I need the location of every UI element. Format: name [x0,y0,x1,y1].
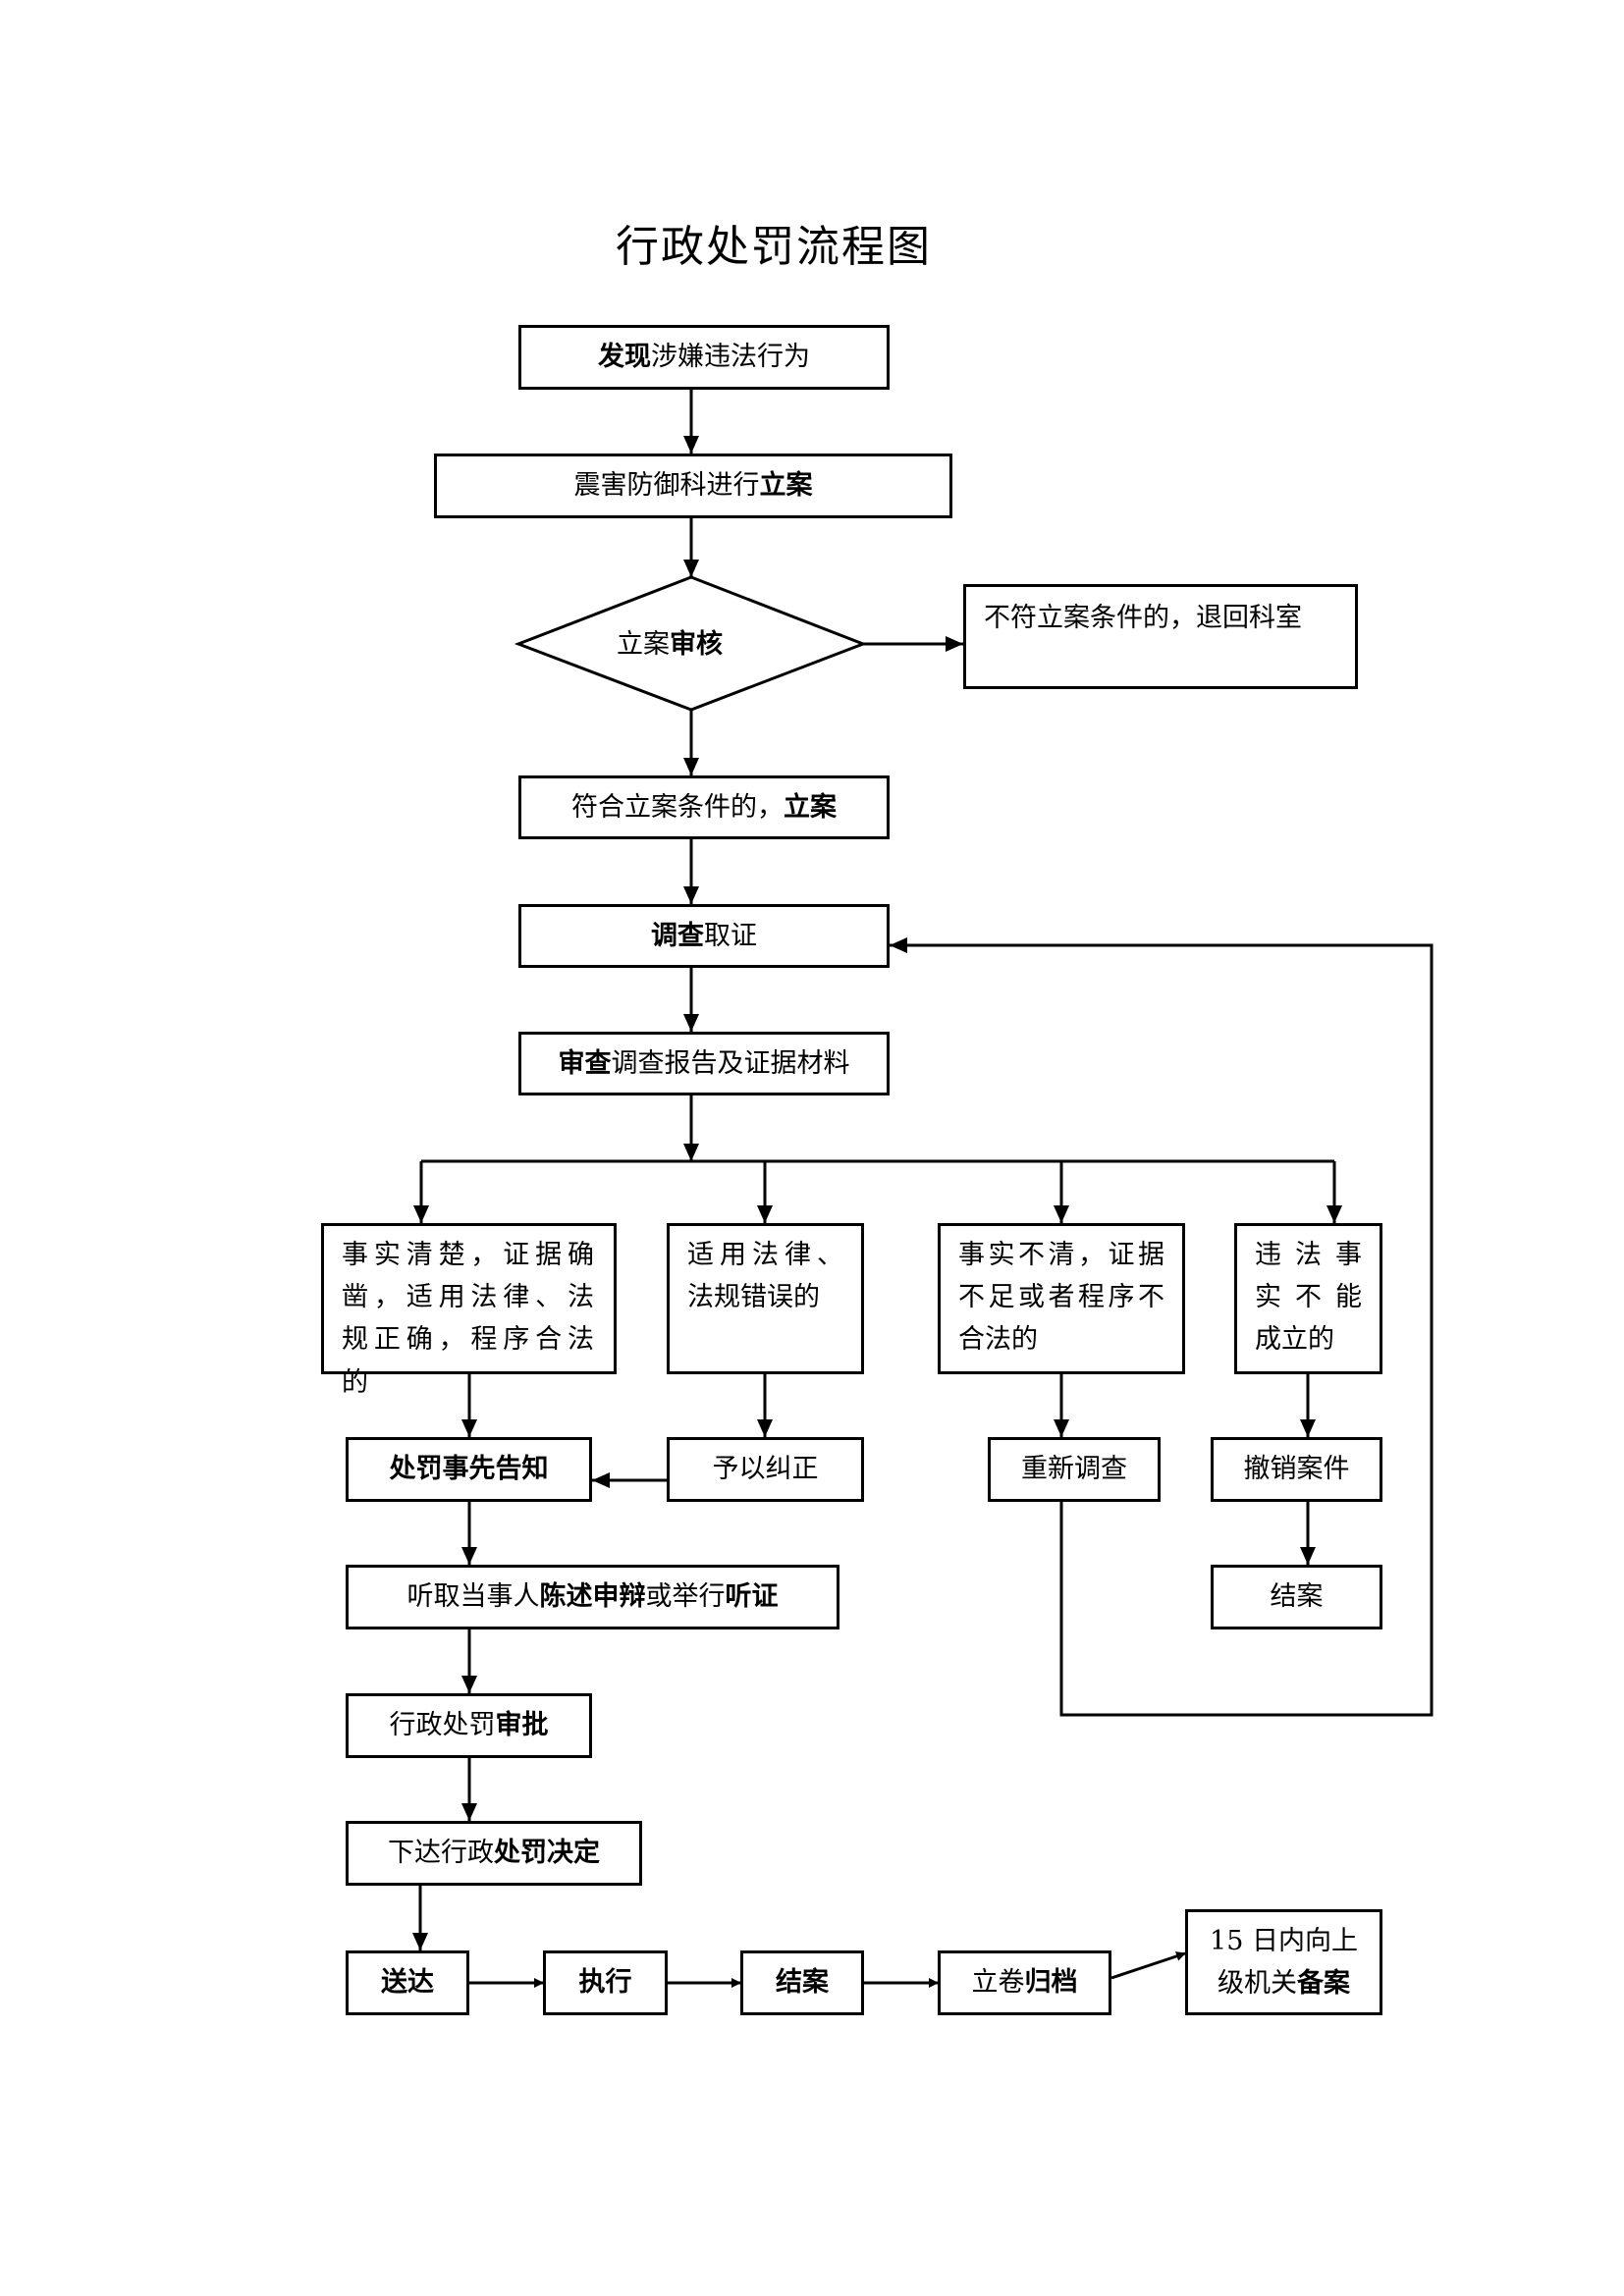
node-close-right: 结案 [1211,1565,1382,1629]
page-title: 行政处罚流程图 [616,222,932,272]
node-branch-c: 事实不清，证据不足或者程序不合法的 [938,1223,1185,1374]
node-branch-d: 违 法 事 实 不 能 成立的 [1234,1223,1382,1374]
node-archive: 立卷归档 [938,1950,1111,2015]
loop-reinvestigate [890,937,1434,1717]
node-reject: 不符立案条件的，退回科室 [963,584,1358,689]
node-revoke: 撤销案件 [1211,1437,1382,1502]
node-examine: 审查调查报告及证据材料 [518,1032,890,1095]
node-hearing: 听取当事人陈述申辩或举行听证 [346,1565,839,1629]
node-approval: 行政处罚审批 [346,1693,592,1758]
node-discover: 发现涉嫌违法行为 [518,325,890,390]
node-register: 震害防御科进行立案 [434,454,952,518]
node-reinvestigate: 重新调查 [988,1437,1161,1502]
arrow-archive-filing [1110,1951,1186,1980]
node-branch-b: 适用法律、法规错误的 [667,1223,864,1374]
node-execute: 执行 [543,1950,668,2015]
node-review-label: 立案审核 [617,629,723,660]
node-decision: 下达行政处罚决定 [346,1821,642,1886]
node-filing: 15 日内向上 级机关备案 [1185,1909,1382,2015]
node-deliver: 送达 [346,1950,469,2015]
node-correct: 予以纠正 [667,1437,864,1502]
node-prior-notice: 处罚事先告知 [346,1437,592,1502]
node-close: 结案 [740,1950,864,2015]
node-branch-a: 事实清楚，证据确凿，适用法律、法规正确，程序合法的 [321,1223,617,1398]
node-investigate: 调查取证 [518,904,890,968]
node-accept: 符合立案条件的，立案 [518,775,890,839]
